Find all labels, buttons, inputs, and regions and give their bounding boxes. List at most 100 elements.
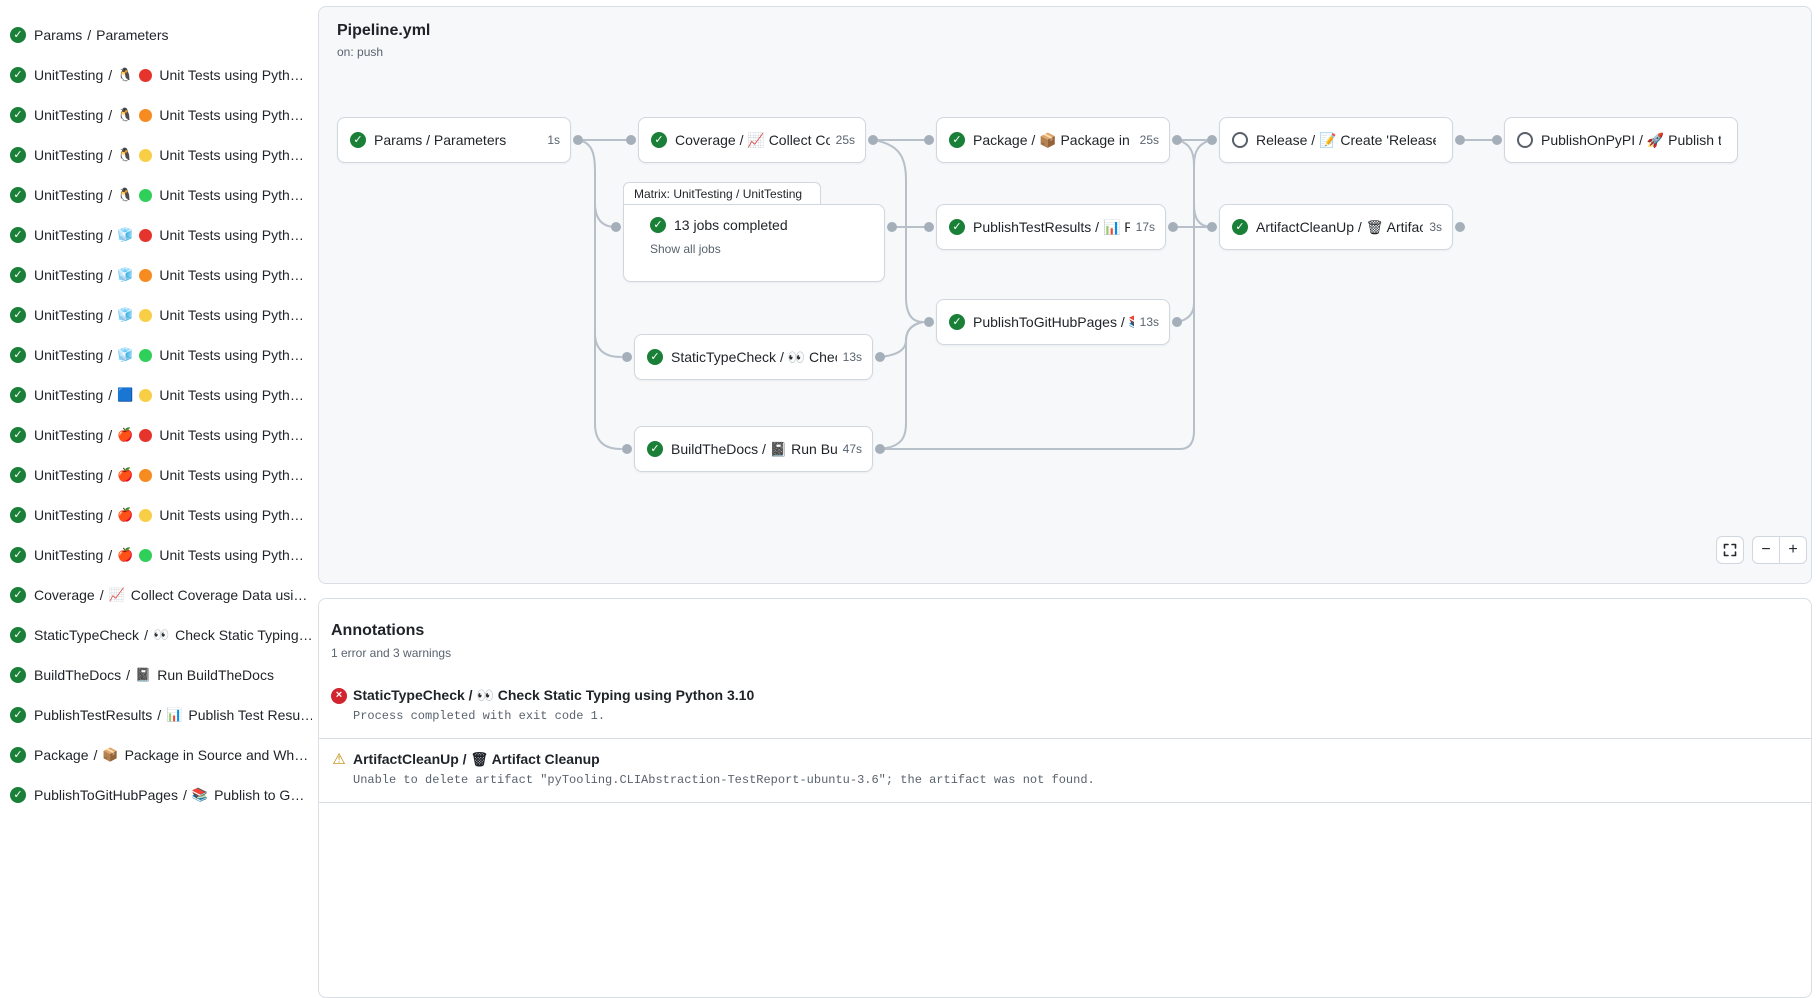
os-icon: 🐧 [117,187,134,202]
workflow-file-title: Pipeline.yml [337,22,431,39]
sidebar-item-unittesting[interactable]: ✓UnitTesting/🐧Unit Tests using Pyth… [0,175,318,215]
success-icon: ✓ [1232,219,1248,235]
success-icon: ✓ [10,27,26,43]
node-label: Coverage / 📈 Collect Cove… [675,131,830,148]
sidebar-item-unittesting[interactable]: ✓UnitTesting/🍎Unit Tests using Pyth… [0,495,318,535]
os-icon: 🐧 [117,107,134,122]
sidebar-item-unittesting[interactable]: ✓ UnitTesting/🍎Unit Tests using Pyth… [0,535,318,575]
sidebar-item-label: UnitTesting/🍎Unit Tests using Pyth… [34,547,304,563]
os-icon: 🐧 [117,67,134,82]
os-icon: 👀 [152,627,170,642]
annotation-detail: Unable to delete artifact "pyTooling.CLI… [353,773,1095,787]
sidebar-item-unittesting[interactable]: ✓UnitTesting/🧊Unit Tests using Pyth… [0,295,318,335]
sidebar-item-label: UnitTesting/🍎Unit Tests using Pyth… [34,467,304,483]
sidebar-item-label: UnitTesting/🍎Unit Tests using Pyth… [34,507,304,523]
sidebar-item-params[interactable]: ✓ Params/Parameters [0,15,318,55]
graph-node-artifactcleanup[interactable]: ✓ ArtifactCleanUp / 🗑 Artifac… 3s [1219,204,1453,250]
matrix-group[interactable]: ✓ 13 jobs completed Show all jobs [623,204,885,282]
pending-icon [1232,132,1248,148]
sidebar-item-unittesting[interactable]: ✓UnitTesting/🍎Unit Tests using Pyth… [0,415,318,455]
sidebar-item-statictypecheck[interactable]: ✓StaticTypeCheck/👀Check Static Typing… [0,615,318,655]
success-icon: ✓ [10,227,26,243]
fullscreen-button[interactable] [1716,536,1744,564]
success-icon: ✓ [949,314,965,330]
sidebar-item-unittesting[interactable]: ✓UnitTesting/🟦Unit Tests using Pyth… [0,375,318,415]
os-icon: 📊 [166,707,183,722]
success-icon: ✓ [10,147,26,163]
annotation-title-link[interactable]: ArtifactCleanUp / 🗑 Artifact Cleanup [353,751,600,767]
sidebar-item-unittesting[interactable]: ✓UnitTesting/🍎Unit Tests using Pyth… [0,455,318,495]
workflow-graph-canvas[interactable] [318,6,1812,584]
annotations-title: Annotations [331,622,425,639]
success-icon: ✓ [10,107,26,123]
sidebar-item-unittesting[interactable]: ✓UnitTesting/🧊Unit Tests using Pyth… [0,335,318,375]
os-icon: 📈 [108,587,125,602]
graph-node-publishtogithubpages[interactable]: ✓PublishToGitHubPages / 📚 …13s [936,299,1170,345]
annotations-subtitle: 1 error and 3 warnings [331,646,452,660]
node-duration: 25s [1139,133,1159,147]
success-icon: ✓ [10,67,26,83]
sidebar-item-label: Params/Parameters [34,27,169,43]
graph-node-package[interactable]: ✓Package / 📦 Package in So…25s [936,117,1170,163]
show-all-jobs-link[interactable]: Show all jobs [650,242,721,256]
sidebar-item-label: UnitTesting/🧊Unit Tests using Pyth… [34,227,304,243]
annotations-header: Annotations 1 error and 3 warnings [319,599,1811,661]
node-label: PublishOnPyPI / 🚀 Publish to … [1541,131,1721,148]
annotation-title-link[interactable]: StaticTypeCheck / 👀 Check Static Typing … [353,687,755,703]
fullscreen-icon [1723,543,1737,557]
node-label: BuildTheDocs / 📓 Run Buil… [671,440,837,457]
annotation-detail: Process completed with exit code 1. [353,709,606,723]
python-version-dot [139,268,153,282]
node-duration: 13s [842,350,862,364]
sidebar-item-unittesting[interactable]: ✓ UnitTesting/🧊Unit Tests using Pyth… [0,215,318,255]
sidebar-item-unittesting[interactable]: ✓UnitTesting/🐧Unit Tests using Pyth… [0,55,318,95]
sidebar-item-buildthedocs[interactable]: ✓BuildTheDocs/📓Run BuildTheDocs [0,655,318,695]
zoom-out-button[interactable]: − [1761,541,1771,558]
python-version-dot [139,348,153,362]
sidebar-item-label: Coverage/📈Collect Coverage Data usi… [34,587,308,603]
sidebar-item-coverage[interactable]: ✓ Coverage/📈Collect Coverage Data usi… [0,575,318,615]
sidebar-item-label: UnitTesting/🐧Unit Tests using Pyth… [34,147,304,163]
sidebar-item-publishtestresults[interactable]: ✓PublishTestResults/📊Publish Test Resu… [0,695,318,735]
sidebar-item-publishtogithubpages[interactable]: ✓PublishToGitHubPages/📚Publish to G… [0,775,318,815]
os-icon: 🧊 [117,307,134,322]
success-icon: ✓ [10,547,26,563]
success-icon: ✓ [10,747,26,763]
success-icon: ✓ [10,427,26,443]
node-label: ArtifactCleanUp / 🗑 Artifac… [1256,218,1424,235]
os-icon: 🧊 [117,347,134,362]
sidebar-item-unittesting[interactable]: ✓UnitTesting/🧊Unit Tests using Pyth… [0,255,318,295]
node-duration: 1s [547,133,560,147]
graph-node-release[interactable]: Release / 📝 Create 'Release P… [1219,117,1453,163]
node-duration: 47s [842,442,862,456]
sidebar-item-label: UnitTesting/🐧Unit Tests using Pyth… [34,107,304,123]
success-icon: ✓ [10,587,26,603]
python-version-dot [139,468,153,482]
sidebar-item-unittesting[interactable]: ✓ UnitTesting/🐧Unit Tests using Pyth… [0,95,318,135]
graph-node-buildthedocs[interactable]: ✓BuildTheDocs / 📓 Run Buil…47s [634,426,873,472]
node-duration: 17s [1135,220,1155,234]
success-icon: ✓ [949,219,965,235]
sidebar-item-label: Package/📦Package in Source and Wh… [34,747,309,763]
python-version-dot [139,388,153,402]
python-version-dot [139,428,153,442]
success-icon: ✓ [10,667,26,683]
graph-node-coverage[interactable]: ✓Coverage / 📈 Collect Cove…25s [638,117,866,163]
sidebar-item-label: StaticTypeCheck/👀Check Static Typing… [34,627,312,643]
node-label: PublishToGitHubPages / 📚 … [973,313,1134,330]
success-icon: ✓ [650,217,666,233]
graph-header: Pipeline.yml on: push [337,22,430,59]
node-label: Params / Parameters [374,132,507,148]
node-duration: 3s [1429,220,1442,234]
sidebar-item-unittesting[interactable]: ✓ UnitTesting/🐧Unit Tests using Pyth… [0,135,318,175]
os-icon: 🟦 [117,387,134,402]
graph-node-publishtestresults[interactable]: ✓PublishTestResults / 📊 Pu…17s [936,204,1166,250]
graph-node-publishonpypi[interactable]: PublishOnPyPI / 🚀 Publish to … [1504,117,1738,163]
graph-node-statictypecheck[interactable]: ✓StaticTypeCheck / 👀 Chec…13s [634,334,873,380]
sidebar-item-package[interactable]: ✓ Package/📦Package in Source and Wh… [0,735,318,775]
node-duration: 25s [835,133,855,147]
os-icon: 📚 [191,787,209,802]
zoom-in-button[interactable]: + [1779,537,1806,563]
